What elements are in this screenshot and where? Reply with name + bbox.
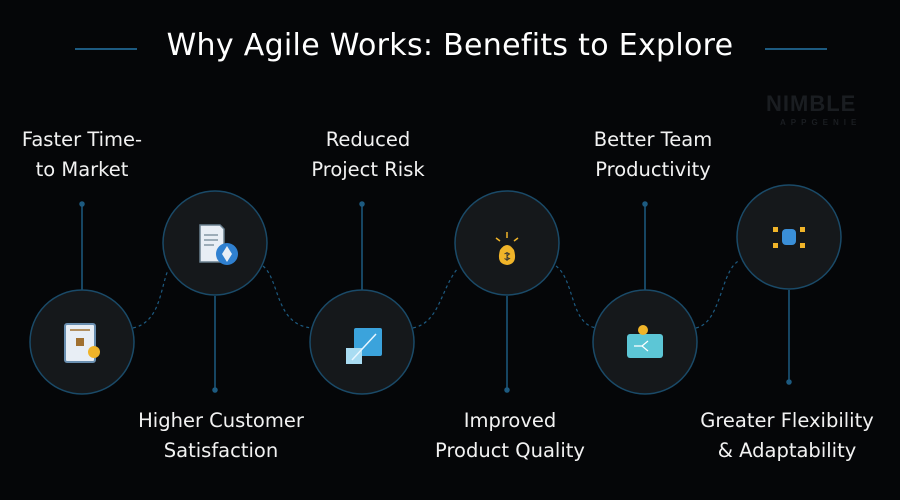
title-rule-left xyxy=(75,48,137,50)
benefit-circle-4 xyxy=(454,190,560,296)
page-title: Why Agile Works: Benefits to Explore xyxy=(166,28,734,63)
logo: NIMBLE APPGENIE xyxy=(766,92,861,128)
database-network-icon xyxy=(773,227,805,248)
connector-5-6 xyxy=(695,259,741,329)
legal-certificate-icon xyxy=(64,323,100,363)
money-bag-idea-icon xyxy=(495,232,519,265)
title-rule-right xyxy=(765,48,827,50)
wallet-network-icon xyxy=(627,325,663,358)
connector-2-3 xyxy=(262,265,313,329)
contract-document-icon xyxy=(199,224,238,265)
scale-arrow-icon xyxy=(346,328,382,364)
logo-name: NIMBLE xyxy=(766,91,857,116)
leader-lines xyxy=(79,201,792,393)
logo-sub: APPGENIE xyxy=(780,118,862,127)
connector-4-5 xyxy=(555,265,598,329)
connector-1-2 xyxy=(132,269,169,329)
benefit-label-1: Faster Time-to Market xyxy=(21,128,143,181)
connector-3-4 xyxy=(412,267,459,329)
benefit-label-6: Greater Flexibility& Adaptability xyxy=(700,409,874,462)
